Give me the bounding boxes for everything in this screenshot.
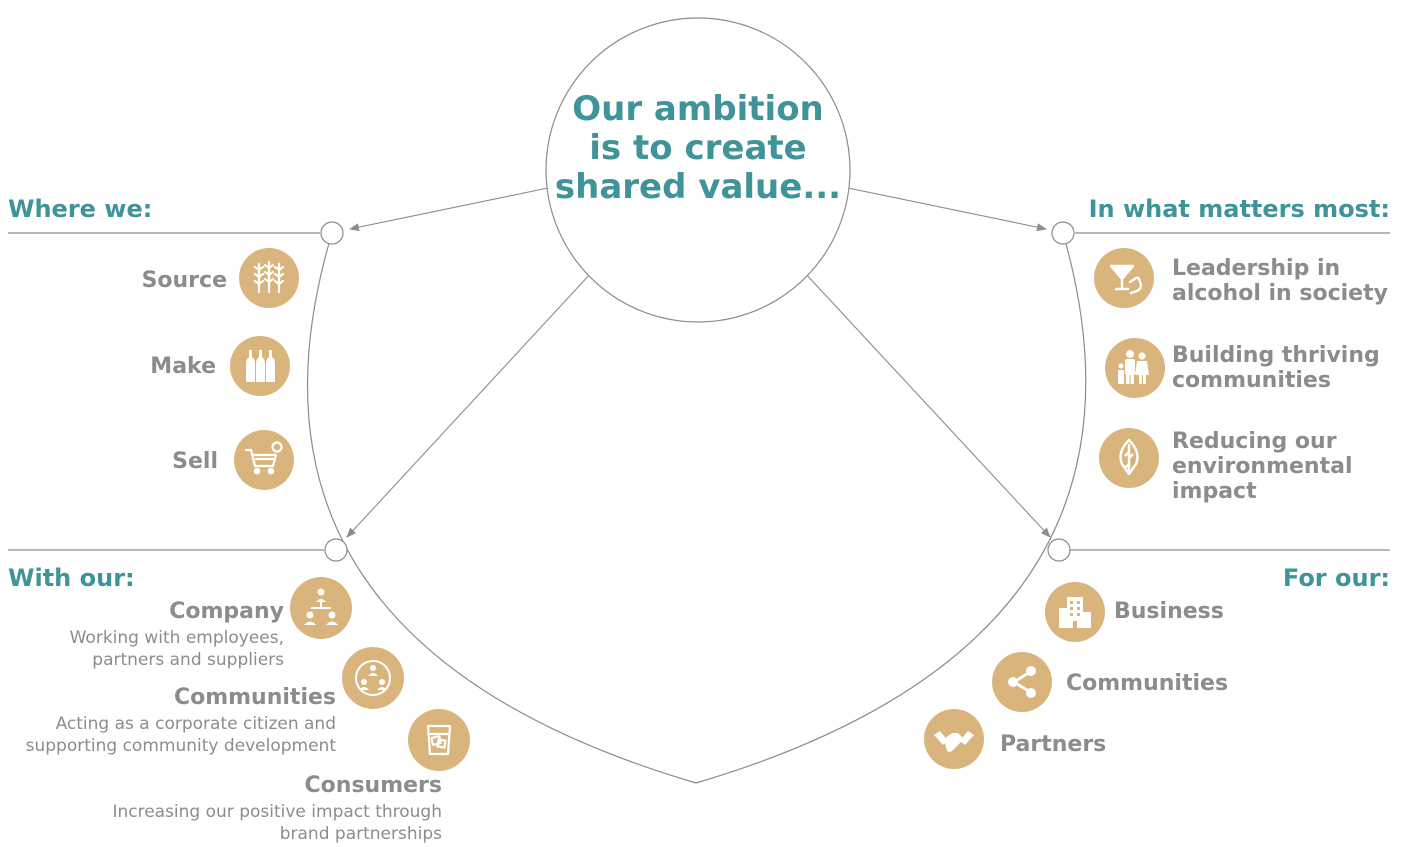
center-title: Our ambition is to create shared value..… [548,90,848,207]
node-with-our [324,538,348,562]
matters-item-environment-line-1: Reducing our [1172,429,1337,454]
for-our-item-communities: Communities [1066,671,1229,696]
with-our-item-communities-desc: Acting as a corporate citizen and suppor… [26,713,336,757]
arrow-to-where-we [349,187,549,232]
with-our-heading: With our: [8,564,135,592]
org-chart-icon [290,577,352,639]
with-our-item-company-desc: Working with employees, partners and sup… [70,627,284,671]
matters-item-environment-line-3: impact [1172,479,1257,504]
company-desc-line-2: partners and suppliers [92,650,284,670]
matters-item-environment-line-2: environmental [1172,454,1353,479]
with-our-item-consumers: Consumers [304,773,442,798]
for-our-heading: For our: [1282,564,1390,592]
arrow-to-with-our [346,271,593,538]
for-our-item-partners: Partners [1000,732,1107,757]
company-desc-line-1: Working with employees, [69,628,284,648]
matters-item-leadership-line-1: Leadership in [1172,256,1341,281]
consumers-desc-line-2: brand partnerships [279,824,442,844]
node-where-we [320,221,344,245]
matters-item-communities-line-2: communities [1172,368,1331,393]
outer-arc [306,232,1087,784]
communities-desc-line-1: Acting as a corporate citizen and [55,714,336,734]
family-icon [1105,338,1165,398]
whisky-glass-icon [408,709,470,771]
matters-item-communities-line-1: Building thriving [1172,343,1380,368]
communities-desc-line-2: supporting community development [25,736,336,756]
where-we-heading: Where we: [8,195,153,223]
where-we-item-source: Source [141,268,227,293]
matters-most-heading: In what matters most: [1088,195,1390,223]
bottles-icon [230,336,290,396]
for-our-item-business: Business [1114,599,1224,624]
matters-item-environment: Reducing our environmental impact [1172,429,1353,504]
center-title-line-1: Our ambition [572,89,824,129]
matters-item-communities: Building thriving communities [1172,343,1380,393]
handshake-icon [924,709,984,769]
with-our-item-consumers-desc: Increasing our positive impact through b… [112,801,442,845]
building-icon [1045,582,1105,642]
matters-item-leadership-line-2: alcohol in society [1172,281,1388,306]
where-we-item-make: Make [150,354,216,379]
center-circle [545,17,851,323]
with-our-item-communities: Communities [173,685,336,710]
node-for-our [1047,538,1071,562]
with-our-item-company: Company [169,599,284,624]
arrow-to-matters [847,187,1047,232]
people-circle-icon [342,647,404,709]
shopping-cart-icon [234,430,294,490]
where-we-item-sell: Sell [172,449,218,474]
share-icon [992,652,1052,712]
center-title-line-3: shared value... [554,167,842,207]
center-title-line-2: is to create [589,128,807,168]
node-matters [1051,221,1075,245]
wheat-icon [239,248,299,308]
cocktail-glass-icon [1094,248,1154,308]
arrow-to-for-our [803,271,1051,538]
consumers-desc-line-1: Increasing our positive impact through [112,802,442,822]
leaf-icon [1099,428,1159,488]
matters-item-leadership: Leadership in alcohol in society [1172,256,1388,306]
